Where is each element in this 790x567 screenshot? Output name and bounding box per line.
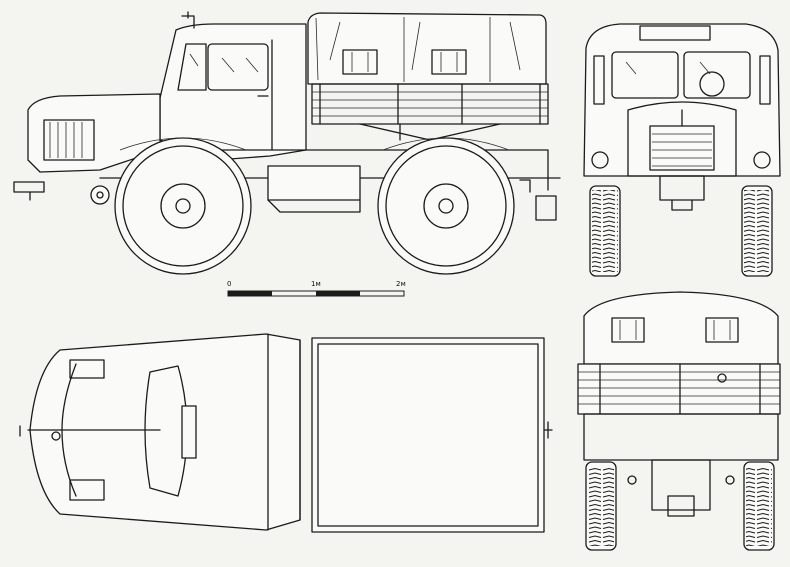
scale-bar (227, 290, 405, 297)
side-chassis (99, 149, 561, 221)
top-view (19, 333, 553, 533)
side-front-wheel (114, 137, 252, 275)
scale-label-1m: 1м (311, 280, 321, 288)
side-hood (13, 93, 161, 205)
side-cargo-canvas (307, 12, 547, 85)
side-rear-wheel (377, 137, 515, 275)
front-view (583, 23, 781, 277)
side-cargo-rails (311, 83, 549, 141)
scale-label-0: 0 (227, 280, 232, 288)
side-view (13, 11, 561, 275)
rear-view (577, 291, 781, 551)
scale-label-2m: 2м (396, 280, 406, 288)
